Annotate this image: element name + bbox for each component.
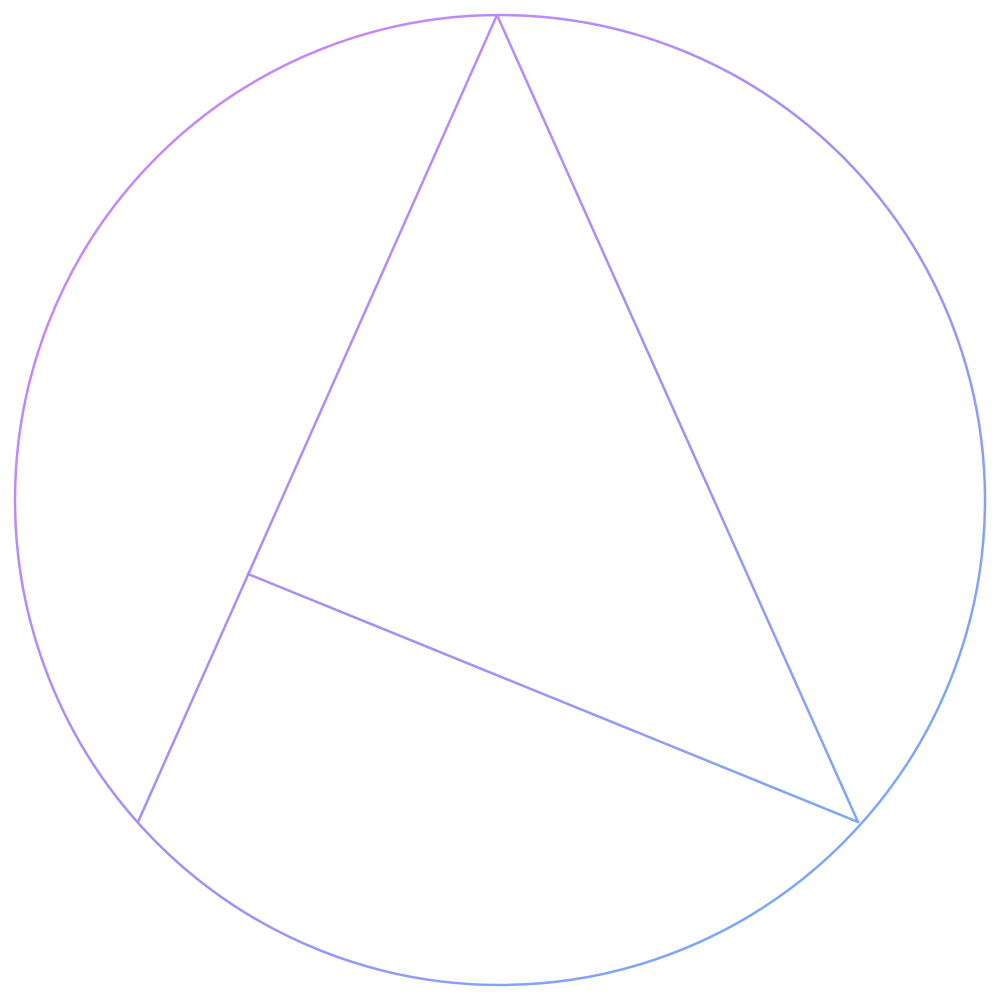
cross-stroke	[246, 572, 860, 824]
right-stroke	[495, 13, 860, 824]
left-stroke	[136, 13, 499, 824]
outer-circle	[13, 13, 987, 987]
